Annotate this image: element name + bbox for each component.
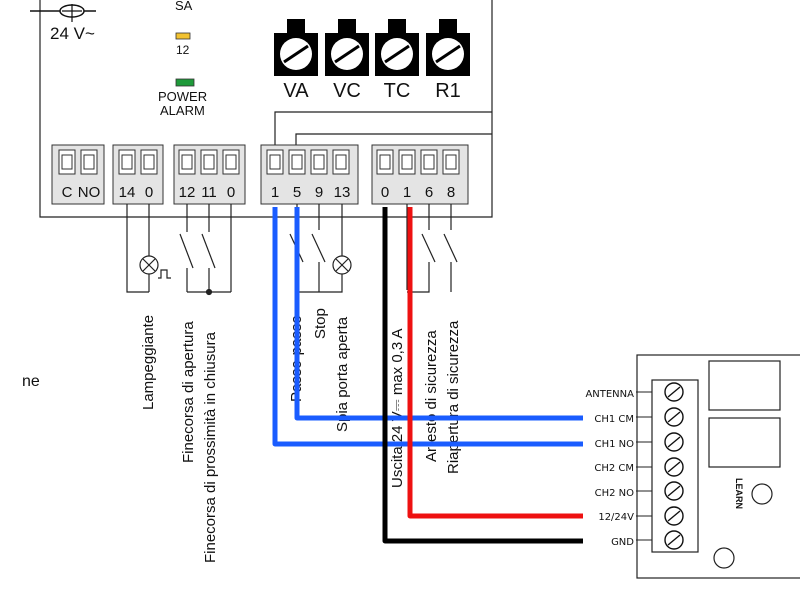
label-arresto-sicurezza: Arresto di sicurezza [423, 330, 440, 462]
wire-blue-terminal-5 [294, 207, 583, 421]
trimmer-va [274, 19, 318, 76]
label-stop: Stop [312, 308, 329, 339]
trimmer-label-r1: R1 [435, 80, 461, 102]
terminal-label-9: 9 [315, 184, 323, 201]
internal-line-1 [274, 111, 492, 145]
receiver-leads [636, 391, 652, 541]
control-board-outline [39, 0, 493, 218]
terminal-block-3: 12 11 0 [173, 144, 246, 205]
supply-voltage-label: 24 V~ [50, 24, 95, 43]
receiver-screws [664, 382, 684, 550]
receiver-label-ch1-cm: CH1 CM [594, 414, 634, 425]
trimmer-vc [325, 19, 369, 76]
trimmer-label-va: VA [283, 80, 309, 102]
terminal-label-1b: 1 [403, 184, 411, 201]
receiver-label-antenna: ANTENNA [585, 389, 634, 400]
label-uscita-24v: Uscita 24 V⎓ max 0,3 A [389, 328, 406, 488]
learn-label: LEARN [734, 478, 744, 509]
terminal-block-4: 1 5 9 13 [260, 144, 359, 205]
trimmer-r1 [426, 19, 470, 76]
led-yellow [175, 32, 191, 40]
trimmer-tc [375, 19, 419, 76]
receiver-label-12-24v: 12/24V [598, 512, 634, 523]
wire-blue-terminal-1 [272, 207, 583, 447]
terminal-label-0b: 0 [227, 184, 235, 201]
trimmer-label-tc: TC [384, 80, 411, 102]
alarm-label: ALARM [160, 103, 205, 118]
receiver-label-gnd: GND [611, 537, 634, 548]
receiver-led [713, 547, 735, 569]
label-riapertura-sicurezza: Riapertura di sicurezza [445, 320, 462, 474]
label-lampeggiante: Lampeggiante [140, 315, 157, 410]
sicurezza-circuit [407, 204, 458, 293]
learn-button[interactable] [751, 483, 773, 505]
label-finecorsa-chiusura: Finecorsa di prossimità in chiusura [202, 331, 219, 563]
led-power-alarm [175, 78, 195, 87]
stop-spia-circuit [289, 204, 352, 298]
receiver-label-ch1-no: CH1 NO [595, 439, 635, 450]
terminal-block-1: C NO [51, 144, 105, 205]
terminal-label-6: 6 [425, 184, 433, 201]
receiver-label-ch2-cm: CH2 CM [594, 463, 634, 474]
wire-red-12-24v [407, 207, 583, 519]
finecorsa-circuit [179, 204, 232, 296]
terminal-block-5: 0 1 6 8 [371, 144, 469, 205]
terminal-label-8: 8 [447, 184, 455, 201]
power-label: POWER [158, 89, 207, 104]
fuse-symbol [30, 4, 96, 22]
led-12-label: 12 [176, 43, 190, 57]
terminal-label-c: C [62, 184, 73, 201]
label-spia-porta-aperta: Spia porta aperta [334, 316, 351, 432]
terminal-label-0a: 0 [145, 184, 153, 201]
terminal-block-2: 14 0 [112, 144, 164, 205]
terminal-label-0c: 0 [381, 184, 389, 201]
wire-black-gnd [382, 207, 583, 544]
label-finecorsa-apertura: Finecorsa di apertura [180, 321, 197, 463]
terminal-label-11: 11 [201, 184, 217, 201]
terminal-label-12: 12 [179, 184, 196, 201]
side-text-fragment: ne [22, 373, 40, 390]
terminal-label-1: 1 [271, 184, 279, 201]
sa-label: SA [175, 0, 193, 13]
relay-1 [708, 360, 781, 411]
terminal-label-no: NO [78, 184, 101, 201]
relay-2 [708, 417, 781, 468]
internal-line-5 [295, 133, 492, 145]
terminal-label-13: 13 [334, 184, 351, 201]
receiver-label-ch2-no: CH2 NO [595, 488, 635, 499]
terminal-label-14: 14 [119, 184, 136, 201]
trimmer-label-vc: VC [333, 80, 361, 102]
lampeggiante-circuit [126, 204, 171, 293]
terminal-label-5: 5 [293, 184, 301, 201]
